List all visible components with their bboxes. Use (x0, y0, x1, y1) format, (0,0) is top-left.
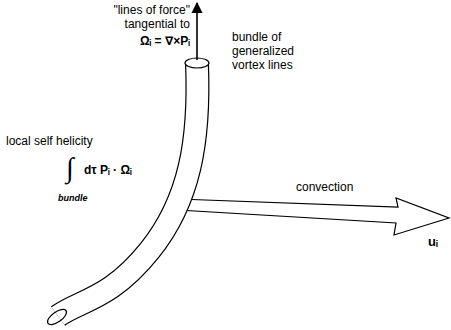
convection-arrow (178, 198, 449, 235)
annotation: "lines of force" tangential to (95, 3, 190, 31)
integral-sign: ∫ (66, 152, 86, 184)
tube-body (58, 64, 197, 316)
formula: dτ Pᵢ · Ωᵢ (84, 163, 174, 177)
tube-outline (58, 64, 197, 316)
tube-bottom-end (45, 307, 69, 328)
integral-limit: bundle (58, 193, 108, 204)
formula: uᵢ (428, 234, 448, 250)
annotation: bundle of generalized vortex lines (232, 30, 304, 72)
force-line-arrow (196, 3, 198, 60)
annotation: local self helicity (6, 134, 126, 148)
formula: Ωᵢ = ∇×Pᵢ (110, 34, 190, 48)
annotation: convection (296, 180, 386, 194)
